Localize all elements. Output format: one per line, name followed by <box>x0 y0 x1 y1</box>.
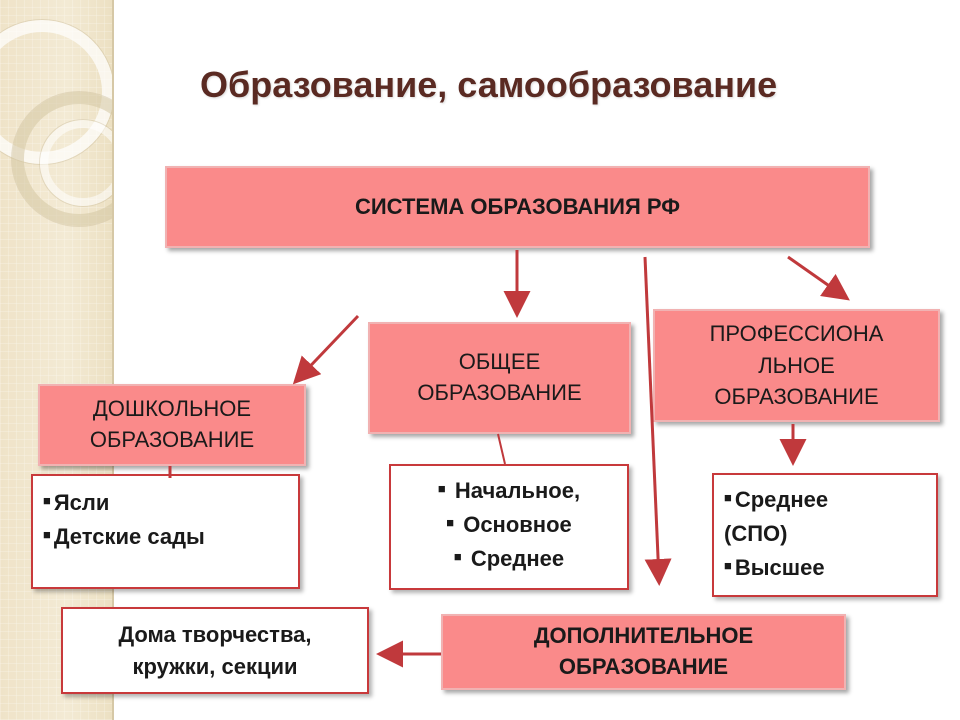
prof-item: Высшее <box>734 555 825 581</box>
square-bullet-icon: ■ <box>453 549 462 565</box>
list-item: ■ Начальное, <box>397 474 621 508</box>
square-bullet-icon: ■ <box>437 481 446 496</box>
general-item: Основное <box>463 512 572 538</box>
preschool-label-line-2: ОБРАЗОВАНИЕ <box>89 427 255 452</box>
system-label: СИСТЕМА ОБРАЗОВАНИЯ РФ <box>354 194 681 219</box>
square-bullet-icon: ■ <box>43 527 51 543</box>
preschool-education-box: ДОШКОЛЬНОЕ ОБРАЗОВАНИЕ <box>38 384 306 466</box>
list-item: ■ Основное <box>397 508 621 542</box>
general-item: Начальное, <box>454 478 581 503</box>
preschool-details-box: ■Ясли ■Детские сады <box>31 474 300 589</box>
general-label-line-2: ОБРАЗОВАНИЕ <box>417 380 582 405</box>
list-item: ■Детские сады <box>43 520 205 554</box>
connector-general-details <box>497 433 506 465</box>
decorative-side-strip <box>0 0 114 720</box>
list-item: ■Среднее <box>724 483 828 517</box>
system-box: СИСТЕМА ОБРАЗОВАНИЯ РФ <box>165 166 870 248</box>
square-bullet-icon: ■ <box>724 558 732 574</box>
professional-education-box: ПРОФЕССИОНА ЛЬНОЕ ОБРАЗОВАНИЕ <box>653 309 940 422</box>
arrow-to-preschool <box>292 314 360 385</box>
preschool-item: Детские сады <box>53 524 205 550</box>
additional-label-line-1: ДОПОЛНИТЕЛЬНОЕ <box>533 623 754 649</box>
decorative-ring <box>40 120 112 206</box>
additional-details-box: Дома творчества, кружки, секции <box>61 607 369 694</box>
preschool-label-line-1: ДОШКОЛЬНОЕ <box>92 396 252 422</box>
general-item: Среднее <box>470 546 565 572</box>
additional-education-box: ДОПОЛНИТЕЛЬНОЕ ОБРАЗОВАНИЕ <box>441 614 846 690</box>
professional-details-box: ■Среднее (СПО) ■Высшее <box>712 473 938 597</box>
square-bullet-icon: ■ <box>724 490 732 505</box>
list-item: ■Ясли <box>43 486 205 520</box>
prof-label-line-2: ЛЬНОЕ <box>758 352 835 378</box>
general-label-line-1: ОБЩЕЕ <box>458 349 541 375</box>
general-details-box: ■ Начальное, ■ Основное ■ Среднее <box>389 464 629 590</box>
preschool-item: Ясли <box>53 490 110 515</box>
additional-label-line-2: ОБРАЗОВАНИЕ <box>558 654 729 679</box>
prof-label-line-1: ПРОФЕССИОНА <box>709 320 884 346</box>
arrow-to-professional <box>787 255 850 301</box>
additional-details-line-2: кружки, секции <box>132 653 298 679</box>
general-education-box: ОБЩЕЕ ОБРАЗОВАНИЕ <box>368 322 631 434</box>
additional-details-line-1: Дома творчества, <box>118 621 312 647</box>
prof-item: Среднее <box>734 487 829 512</box>
slide-title: Образование, самообразование <box>200 64 778 105</box>
list-item: ■ Среднее <box>397 542 621 576</box>
prof-item: (СПО) <box>724 521 788 547</box>
square-bullet-icon: ■ <box>43 493 51 508</box>
square-bullet-icon: ■ <box>446 515 455 531</box>
list-item: (СПО) <box>724 517 828 551</box>
prof-label-line-3: ОБРАЗОВАНИЕ <box>714 384 879 410</box>
list-item: ■Высшее <box>724 551 828 585</box>
